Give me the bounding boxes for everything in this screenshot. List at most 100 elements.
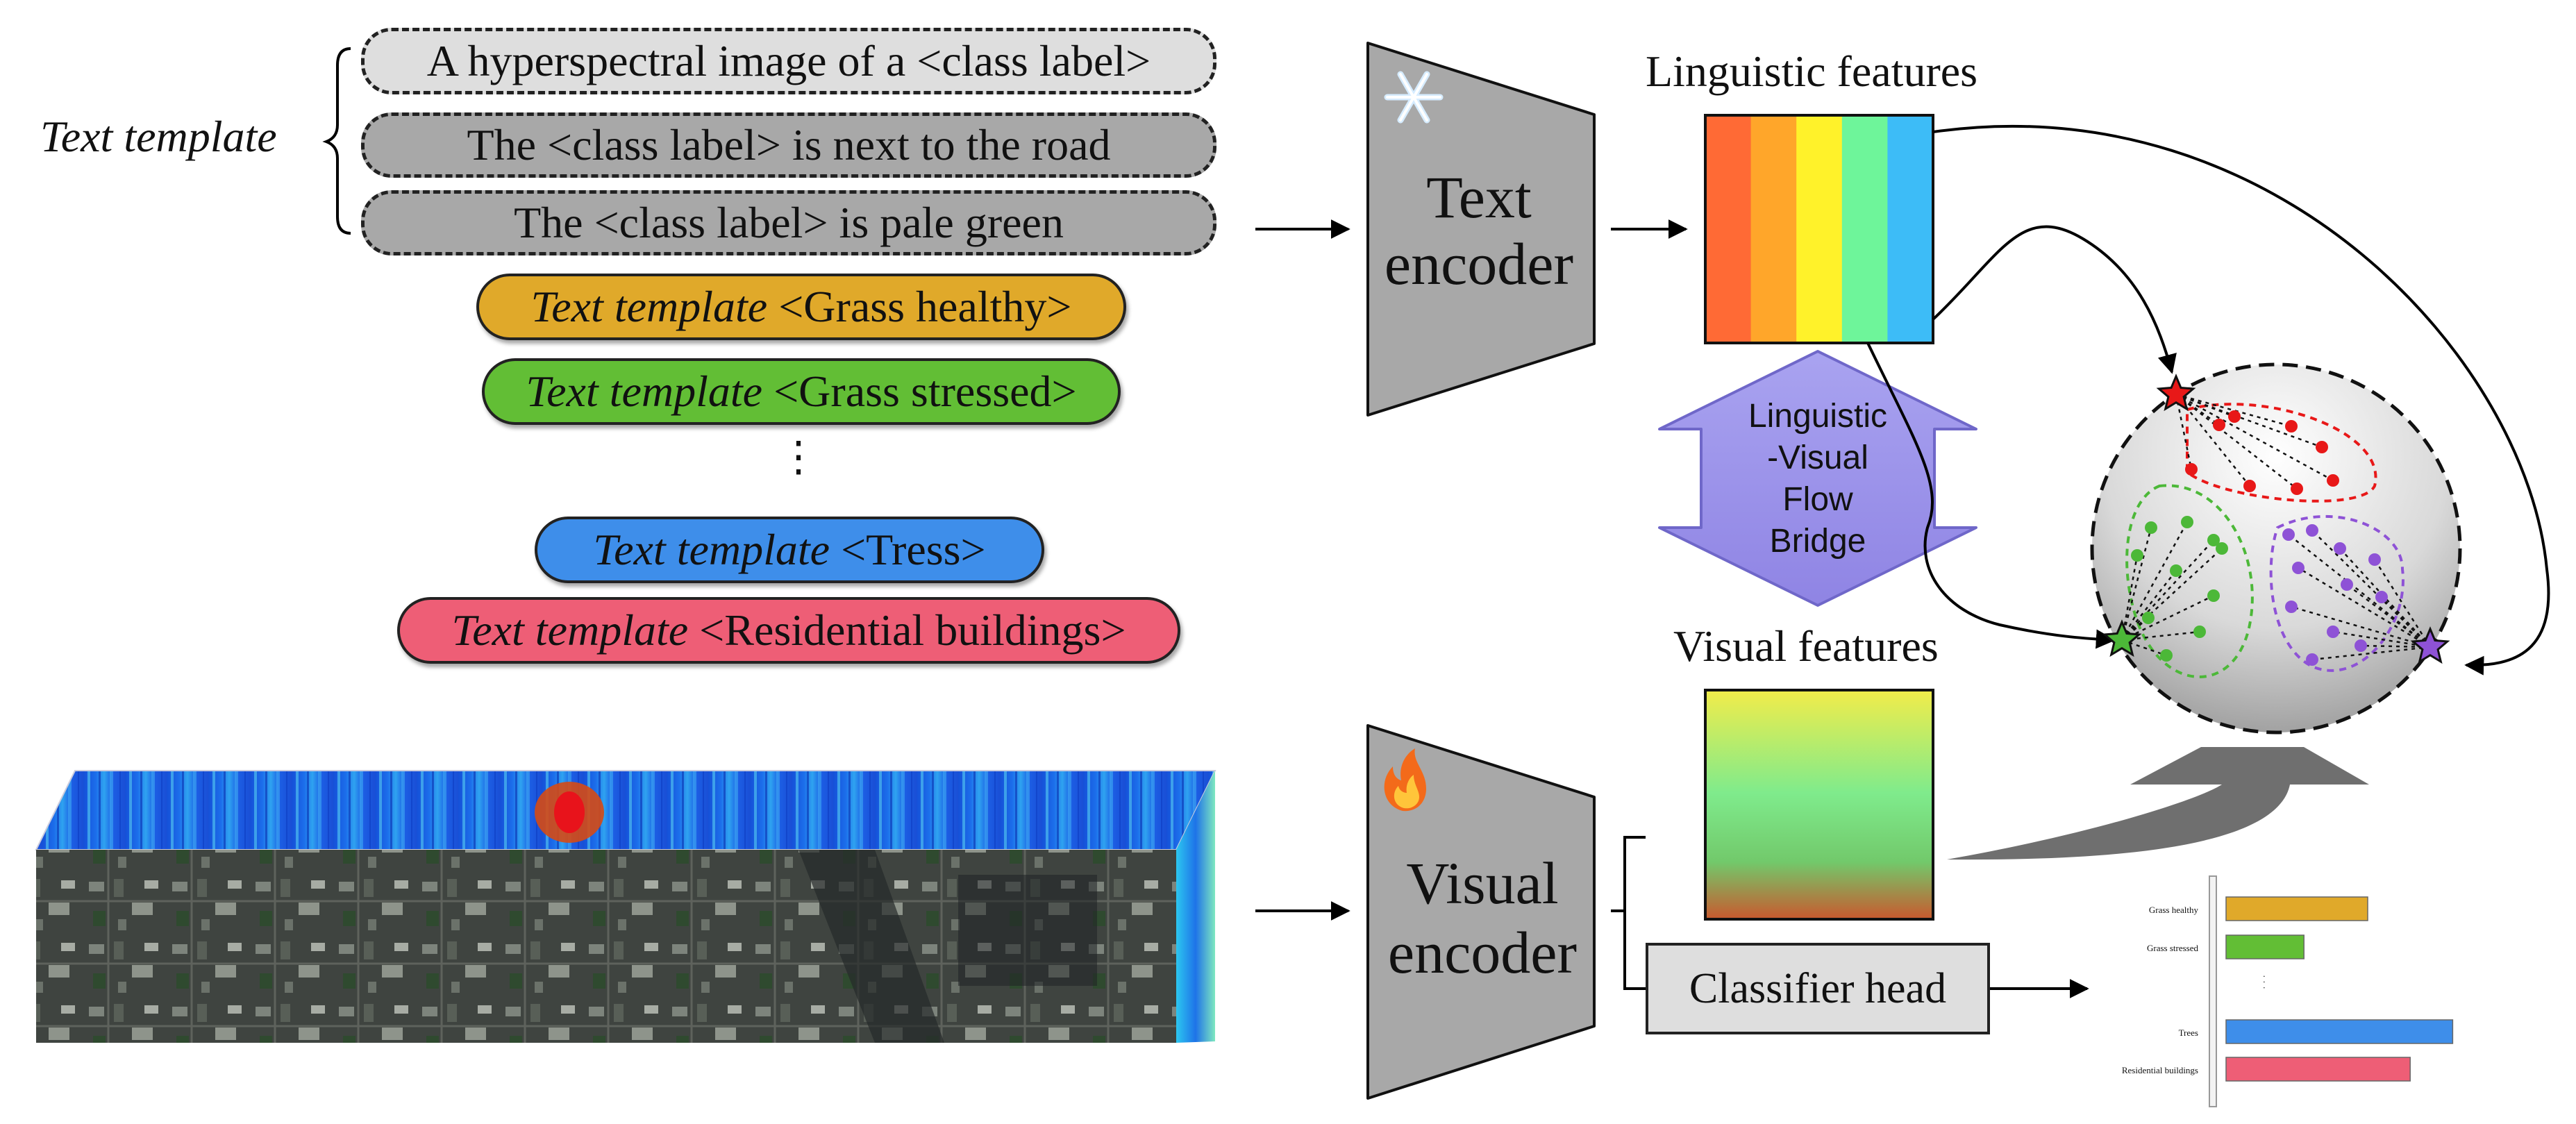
feature-point — [2181, 516, 2193, 528]
anchor-link — [2121, 630, 2200, 641]
class-suffix: <Grass stressed> — [762, 367, 1077, 416]
feature-stripe — [1705, 115, 1752, 343]
bridge-line1: Linguistic — [1748, 398, 1888, 435]
template-pill-2: The <class label> is next to the road — [361, 112, 1216, 178]
class-anchor-star — [2102, 619, 2142, 657]
chart-category-label: Grass healthy — [2149, 905, 2199, 915]
class-suffix: <Tress> — [830, 525, 986, 574]
curve-to-red-star — [1932, 225, 2177, 374]
template-pill-3: The <class label> is pale green — [361, 190, 1216, 255]
linguistic-features-label: Linguistic features — [1646, 47, 1978, 96]
text-encoder-line1: Text — [1426, 164, 1532, 230]
template-text-2: The <class label> is next to the road — [467, 120, 1111, 169]
projection-arrow — [1947, 747, 2369, 860]
sphere-clusters — [2102, 374, 2450, 678]
visual-encoder-block — [1366, 724, 1596, 1100]
embedding-sphere — [2090, 362, 2462, 735]
cube-top-face — [35, 770, 1216, 850]
class-anchor-star — [2156, 374, 2196, 412]
linguistic-feature-map — [1705, 115, 1934, 343]
flow-bridge-arrow — [1658, 350, 1977, 607]
anchor-link — [2175, 394, 2298, 489]
template-brace — [322, 47, 351, 235]
visual-encoder-label: Visual encoder — [1375, 848, 1590, 987]
feature-point — [2207, 589, 2220, 602]
feature-stripe — [1887, 115, 1934, 343]
feature-point — [2243, 480, 2256, 492]
chart-axis — [2209, 875, 2217, 1107]
feature-stripe — [1750, 115, 1797, 343]
class-pill-grass-stressed: Text template <Grass stressed> — [482, 358, 1121, 425]
feature-point — [2285, 601, 2298, 613]
feature-stripe — [1796, 115, 1843, 343]
text-encoder-line2: encoder — [1384, 230, 1574, 297]
feature-point — [2355, 639, 2367, 652]
anchor-link — [2175, 394, 2193, 470]
anchor-link — [2373, 559, 2432, 648]
fire-icon — [1384, 748, 1426, 812]
bridge-line4: Bridge — [1769, 523, 1866, 560]
feature-point — [2341, 578, 2353, 591]
class-suffix: <Grass healthy> — [767, 282, 1072, 331]
visual-encoder-line1: Visual — [1406, 850, 1559, 916]
feature-point — [2145, 521, 2157, 534]
chart-bar — [2225, 934, 2305, 959]
feature-point — [2282, 528, 2295, 541]
chart-category-label: Grass stressed — [2147, 943, 2199, 953]
bridge-line3: Flow — [1782, 481, 1853, 518]
class-prefix: Text template — [593, 525, 830, 574]
class-ellipsis: ⋮ — [778, 434, 819, 480]
class-prefix: Text template — [530, 282, 768, 331]
feature-point — [2334, 542, 2346, 555]
feature-point — [2131, 549, 2143, 562]
feature-point — [2170, 564, 2182, 577]
feature-point — [2306, 524, 2318, 537]
class-pill-trees: Text template <Tress> — [535, 517, 1044, 583]
anchor-link — [2175, 393, 2292, 428]
feature-point — [2368, 553, 2381, 566]
hyperspectral-cube — [35, 770, 1216, 1043]
class-prefix: Text template — [526, 367, 763, 416]
visual-encoder-line2: encoder — [1387, 919, 1578, 986]
branch-to-classifier — [1623, 911, 1646, 990]
feature-stripe — [1841, 115, 1888, 343]
feature-point — [2213, 419, 2225, 431]
class-suffix: <Residential buildings> — [688, 605, 1126, 655]
anchor-link — [2121, 594, 2214, 641]
visual-feature-map — [1704, 689, 1934, 921]
class-prefix: Text template — [451, 605, 689, 655]
chart-bar — [2225, 896, 2368, 921]
feature-point — [2285, 420, 2298, 433]
anchor-link — [2298, 567, 2431, 648]
chart-bar — [2225, 1057, 2411, 1082]
feature-point — [2306, 653, 2318, 666]
feature-point — [2375, 591, 2388, 603]
feature-point — [2291, 483, 2303, 495]
curve-to-green-star — [1866, 342, 2116, 649]
anchor-link — [2291, 605, 2431, 648]
class-anchor-star — [2410, 626, 2450, 664]
feature-point — [2207, 534, 2220, 546]
cube-side-face — [1176, 771, 1215, 1043]
class-pill-grass-healthy: Text template <Grass healthy> — [476, 274, 1126, 340]
feature-point — [2316, 441, 2328, 453]
branch-to-visual-features — [1611, 836, 1646, 912]
chart-category-label: Trees — [2179, 1027, 2198, 1038]
anchor-link — [2175, 393, 2323, 448]
template-pill-1: A hyperspectral image of a <class label> — [361, 28, 1216, 94]
anchor-link — [2121, 555, 2139, 641]
classifier-head-box: Classifier head — [1646, 943, 1990, 1034]
feature-point — [2228, 410, 2241, 423]
text-encoder-block — [1366, 42, 1596, 417]
template-text-3: The <class label> is pale green — [514, 198, 1064, 247]
visual-features-label: Visual features — [1673, 621, 1939, 671]
chart-category-label: Residential buildings — [2122, 1065, 2198, 1075]
feature-point — [2292, 562, 2305, 574]
cluster-boundary — [2269, 514, 2404, 672]
feature-point — [2185, 463, 2198, 476]
chart-bar — [2225, 1019, 2454, 1044]
feature-point — [2327, 626, 2339, 638]
